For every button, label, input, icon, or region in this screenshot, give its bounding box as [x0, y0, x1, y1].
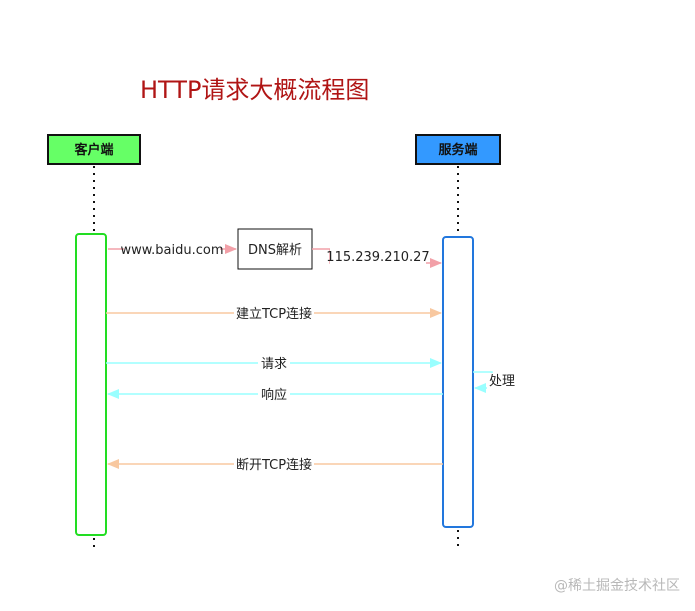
- watermark: @稀土掘金技术社区: [554, 578, 680, 594]
- client-participant: 客户端: [47, 134, 141, 165]
- request-label: 请求: [261, 357, 287, 372]
- tcp-disconnect-label: 断开TCP连接: [236, 457, 312, 473]
- client-box: [47, 134, 141, 165]
- dns-resolve-box: [237, 228, 313, 270]
- dns-response-label-bg: [330, 248, 426, 264]
- tcp-connect-label-bg: [234, 305, 314, 321]
- tcp-disconnect-label-bg: [234, 456, 314, 472]
- response-label: 响应: [261, 387, 287, 403]
- process-label: 处理: [489, 374, 515, 389]
- dns-request-label: www.baidu.com: [120, 243, 223, 258]
- server-activation-bar: [442, 236, 474, 528]
- dns-response-label: 115.239.210.27: [326, 250, 429, 265]
- tcp-connect-label: 建立TCP连接: [236, 306, 312, 322]
- server-label: 服务端: [438, 142, 477, 158]
- client-activation-bar: [75, 233, 107, 536]
- response-label-bg: [258, 386, 290, 402]
- process-label-bg: [487, 373, 519, 389]
- diagram-title: HTTP请求大概流程图: [140, 76, 369, 104]
- client-label: 客户端: [74, 142, 113, 158]
- dns-request-label-bg: [124, 241, 220, 257]
- request-label-bg: [258, 355, 290, 371]
- dns-resolve-label: DNS解析: [248, 243, 302, 258]
- server-box: [415, 134, 501, 165]
- server-participant: 服务端: [415, 134, 501, 165]
